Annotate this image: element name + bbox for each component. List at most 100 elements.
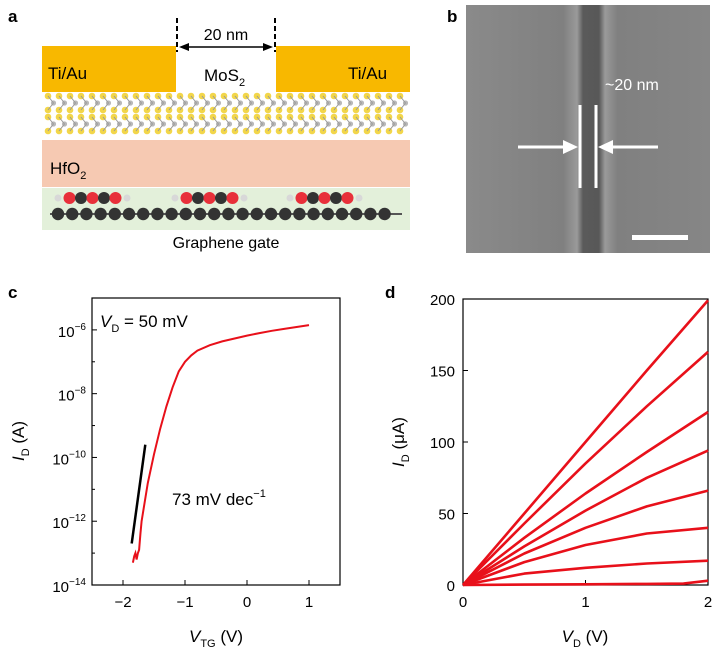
bond [91,116,98,125]
hydrogen-atom [123,194,131,202]
bond [124,123,131,132]
bond [201,102,208,111]
panel-a-label: a [8,7,18,26]
bond [212,116,219,125]
oxygen-atom [318,192,331,204]
oxygen-atom [203,192,216,204]
bond [311,102,318,111]
y-tick-label-d: 200 [430,292,455,309]
bond [124,95,131,104]
bond [102,95,109,104]
bond [399,123,406,132]
bond [388,102,395,111]
mos2-channel-layer [44,92,409,135]
bond [300,95,307,104]
bond [289,116,296,125]
y-tick-label-d: 50 [438,507,455,524]
transfer-curve [131,324,310,563]
bond [47,95,54,104]
bond [212,95,219,104]
axes-frame-c [91,297,341,586]
bond [377,123,384,132]
arrow-right-head [598,140,613,154]
y-tick-label-d: 100 [430,435,455,452]
bond [366,116,373,125]
slope-label: 73 mV dec−1 [172,488,266,509]
y-tick-label-c: 10−12 [52,513,86,532]
bond [201,116,208,125]
hfo2-dielectric-layer [42,140,410,187]
bond [278,102,285,111]
contact-right-label: Ti/Au [348,64,387,83]
bond [388,95,395,104]
bond [267,123,274,132]
bond [344,123,351,132]
carbon-atom [94,207,107,221]
y-axis-label-c: ID (A) [9,421,32,461]
bond [69,95,76,104]
bond [278,123,285,132]
oxygen-atom [180,192,193,204]
bond [135,123,142,132]
carbon-atom [66,207,79,221]
bond [168,123,175,132]
carbon-atom [75,192,87,204]
contact-right [276,46,410,92]
gap-arrowhead-left [179,43,189,51]
output-curve-1 [462,299,709,586]
x-axis-label-d: VD (V) [562,627,609,650]
bond [58,95,65,104]
contact-left [42,46,176,92]
bond [289,102,296,111]
carbon-atom [165,207,178,221]
bond [135,95,142,104]
output-curve-8 [462,579,709,587]
x-tick-label-c: −2 [114,594,131,611]
bond [179,123,186,132]
panel-c-label: c [8,283,17,302]
bond [256,102,263,111]
bond [355,102,362,111]
bond [377,116,384,125]
output-curves [462,299,709,587]
gap-arrowhead-right [263,43,273,51]
bond [289,123,296,132]
bond [223,95,230,104]
bond [124,102,131,111]
output-curve-2 [462,350,709,586]
bond [190,123,197,132]
bond [223,116,230,125]
carbon-atom [293,207,306,221]
oxygen-atom [86,192,99,204]
bond [102,116,109,125]
bond [179,116,186,125]
panel-d-label: d [385,283,395,302]
carbon-atom [250,207,263,221]
carbon-atom [215,192,227,204]
oxygen-atom [341,192,354,204]
bond [146,102,153,111]
bond [245,102,252,111]
scale-bar [632,235,688,240]
bond [157,95,164,104]
bond [311,116,318,125]
bond [201,123,208,132]
bond [91,123,98,132]
carbon-atom [80,207,93,221]
bond [69,123,76,132]
bond [322,123,329,132]
bond [234,116,241,125]
bond [267,95,274,104]
bond [135,102,142,111]
bond [47,116,54,125]
graphene-gate-label: Graphene gate [173,235,280,252]
bond [179,95,186,104]
y-tick-label-c: 10−6 [58,322,87,341]
x-tick-label-d: 1 [581,594,589,611]
bond [113,95,120,104]
subthreshold-slope-line [130,444,147,544]
bond [190,116,197,125]
bond [113,123,120,132]
bond [223,102,230,111]
sem-background [466,5,710,253]
